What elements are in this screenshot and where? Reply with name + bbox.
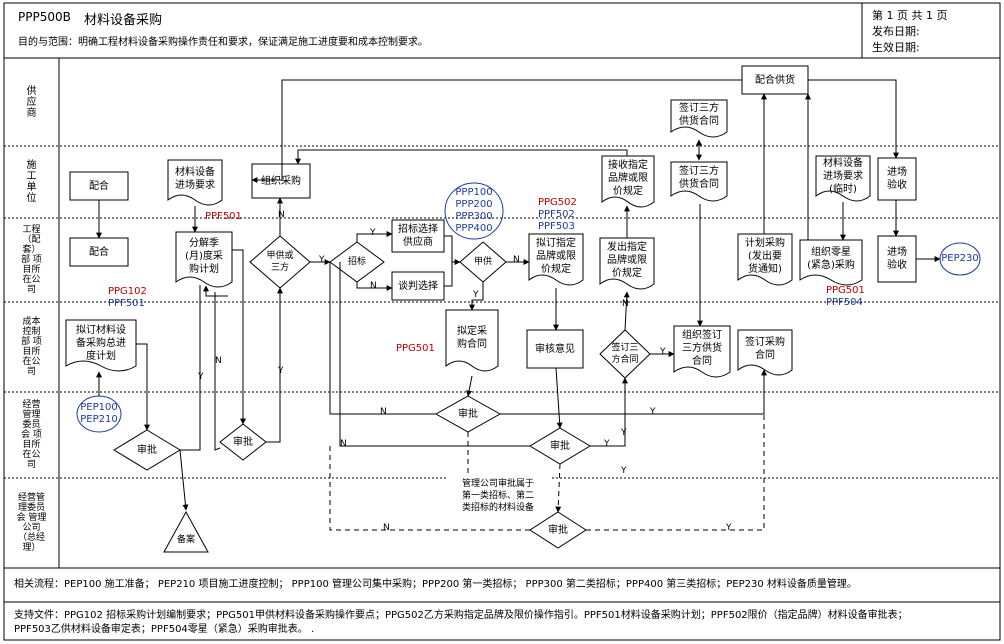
lane-engineering: 工程（配套）部 项目所在公司 — [21, 225, 42, 295]
node-material-temp: 材料设备 进场要求 (临时) — [823, 157, 863, 195]
node-sign-tripartite-mid: 签订三方 供货合同 — [679, 166, 719, 190]
node-owner-supply-decision: 甲供或 三方 — [266, 251, 294, 273]
page-title: 材料设备采购 — [84, 13, 163, 28]
edge-label-y: Y — [473, 290, 479, 300]
ref-ppf504: PPF504 — [826, 297, 863, 308]
edge-label-y: Y — [621, 428, 627, 438]
edge-label-n: N — [215, 356, 222, 366]
node-owner-supply: 甲供 — [473, 256, 492, 267]
publish-date: 发布日期: — [872, 25, 920, 38]
edge-label-n: N — [370, 281, 377, 291]
node-sign-tripartite-top: 签订三方 供货合同 — [679, 103, 719, 127]
node-negotiate-select: 谈判选择 — [398, 280, 438, 292]
node-peihe-mid: 配合 — [89, 246, 109, 258]
ref-circle-ppp[interactable]: PPP100 PPP200 PPP300 PPP400 — [455, 187, 493, 234]
node-approve-1: 审批 — [137, 444, 157, 456]
edge-label-n: N — [622, 299, 629, 309]
edge-label-y: Y — [621, 466, 627, 476]
ref-circle-pep230[interactable]: PEP230 — [941, 253, 979, 264]
node-tender-select: 招标选择 供应商 — [398, 224, 438, 248]
lane-cost-control: 成本控制部 项目所在公司 — [21, 317, 42, 377]
node-site-acceptance-top: 进场 验收 — [887, 167, 907, 191]
ref-ppf501-b: PPF501 — [108, 298, 145, 309]
page-info: 第 1 页 共 1 页 — [872, 9, 948, 22]
edge-label-y: Y — [370, 228, 376, 238]
node-draft-contract: 拟定采 购合同 — [457, 326, 487, 350]
edge-label-y: Y — [604, 439, 610, 449]
supporting-documents: 支持文件：PPG102 招标采购计划编制要求；PPG501甲供材料设备采购操作要… — [14, 610, 908, 635]
edge-label-y: Y — [198, 372, 204, 382]
node-decompose-plan: 分解季 (月)度采 购计划 — [185, 237, 223, 275]
edge-label-n: N — [513, 255, 520, 265]
purpose-text: 目的与范围：明确工程材料设备采购操作责任和要求，保证满足施工进度要和成本控制要求… — [18, 37, 428, 48]
doc-code: PPP500B — [18, 10, 71, 24]
node-draft-brand: 拟订指定 品牌或限 价规定 — [536, 237, 576, 275]
related-processes: 相关流程：PEP100 施工准备； PEP210 项目施工进度控制； PPP10… — [14, 579, 857, 590]
node-approve-3: 审批 — [458, 408, 478, 420]
node-file-record: 备案 — [176, 534, 195, 545]
lane-management-committee: 经营管理委员会 管理公司 （总经理） — [16, 493, 47, 553]
node-sign-purchase-contract: 签订采购 合同 — [745, 337, 785, 361]
edge-label-y: Y — [660, 347, 666, 357]
effective-date: 生效日期: — [872, 41, 920, 54]
lane-project-committee: 经营管理委员会 项目所在公司 — [21, 400, 42, 470]
ref-ppg102: PPG102 — [108, 286, 147, 297]
edge-label-y: Y — [278, 366, 284, 376]
edge-label-y: Y — [726, 523, 732, 533]
node-approve-2: 审批 — [233, 436, 253, 448]
lane-supplier: 供应商 — [26, 85, 37, 119]
node-sign-tripartite-decision: 签订三 方合同 — [611, 343, 639, 365]
node-approve-5: 审批 — [548, 524, 568, 536]
ref-ppf502: PPF502 — [538, 209, 575, 220]
node-cooperate-supply: 配合供货 — [755, 74, 795, 86]
node-emergency-purchase: 组织零星 (紧急)采购 — [807, 247, 855, 271]
node-review-opinion: 审核意见 — [535, 343, 575, 355]
edge-label-n: N — [340, 439, 347, 449]
edge-label-y: Y — [650, 407, 656, 417]
note-management-approval: 管理公司审批属于 第一类招标、第二 类招标的材料设备 — [446, 476, 550, 516]
node-material-requirement: 材料设备 进场要求 — [175, 167, 215, 191]
node-tender-decision: 招标 — [347, 256, 366, 267]
node-approve-4: 审批 — [550, 440, 570, 452]
edge-label-n: N — [383, 523, 390, 533]
edge-label-y: Y — [319, 255, 325, 265]
node-organize-purchase: 组织采购 — [261, 175, 301, 187]
node-organize-sign: 组织签订 三方供货 合同 — [682, 329, 722, 367]
ref-ppg501-b: PPG501 — [826, 285, 865, 296]
ref-ppg502: PPG502 — [538, 197, 577, 208]
ref-ppg501: PPG501 — [396, 343, 435, 354]
lane-construction: 施工单位 — [26, 160, 37, 204]
ref-ppf501-a: PPF501 — [205, 211, 242, 222]
node-plan-purchase: 计划采购 (发出要 货通知) — [745, 237, 785, 275]
ref-circle-pep100[interactable]: PEP100 PEP210 — [80, 402, 118, 425]
node-receive-brand: 接收指定 品牌或限 价规定 — [608, 159, 648, 197]
ref-ppf503: PPF503 — [538, 221, 575, 232]
edge-label-n: N — [380, 407, 387, 417]
edge-label-n: N — [278, 210, 285, 220]
node-issue-brand: 发出指定 品牌或限 价规定 — [607, 241, 647, 279]
node-site-acceptance-mid: 进场 验收 — [887, 247, 907, 271]
node-draft-master-plan: 拟订材料设 备采购总进 度计划 — [76, 324, 126, 362]
node-peihe-top: 配合 — [89, 180, 109, 192]
